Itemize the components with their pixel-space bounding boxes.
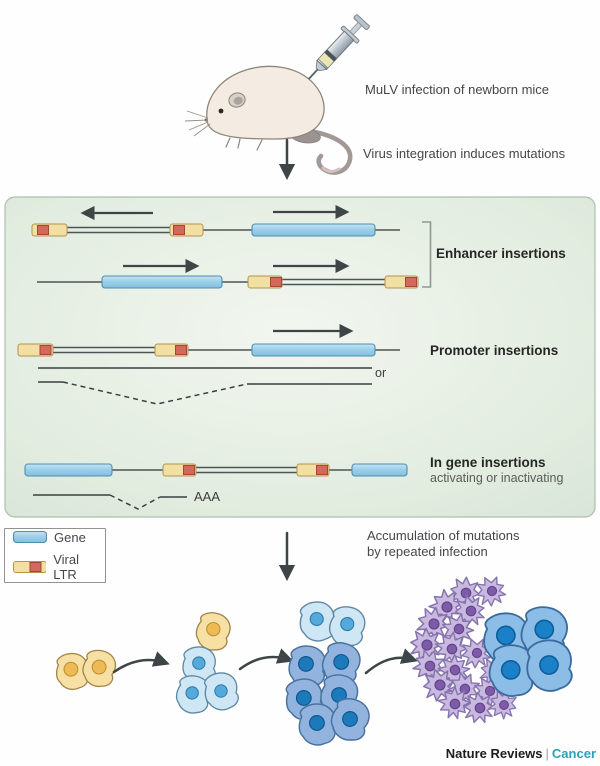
- enhancer-bracket: [422, 221, 432, 288]
- progression-arrow-icon: [238, 648, 294, 671]
- accumulation-caption-line2: by repeated infection: [367, 544, 488, 559]
- progression-arrow-icon: [364, 648, 418, 675]
- journal-footer: Nature Reviews|Cancer: [446, 746, 596, 761]
- gene-box: [251, 343, 376, 357]
- enhancer-insertions-label: Enhancer insertions: [436, 246, 566, 261]
- viral-ltr-box: [296, 463, 330, 477]
- viral-ltr-box: [169, 223, 204, 237]
- viral-ltr-box: [162, 463, 197, 477]
- legend: Gene Viral LTR: [4, 528, 106, 583]
- progression-arrow-icon: [112, 651, 170, 674]
- promoter-insertion-row: [17, 323, 400, 405]
- promoter-insertions-label: Promoter insertions: [430, 343, 559, 358]
- footer-brand: Nature Reviews: [445, 746, 543, 761]
- gene-box: [251, 223, 376, 237]
- or-label: or: [375, 366, 387, 380]
- viral-ltr-box: [384, 275, 419, 289]
- in-gene-insertions-label: In gene insertions: [430, 455, 546, 470]
- virus-integration-caption: Virus integration induces mutations: [363, 146, 566, 161]
- syringe-icon: [308, 14, 370, 80]
- viral-ltr-box: [154, 343, 189, 357]
- viral-ltr-box: [31, 223, 68, 237]
- in-gene-insertions-sublabel: activating or inactivating: [430, 471, 564, 485]
- gene-swatch-icon: [13, 531, 47, 543]
- gene-box: [101, 275, 223, 289]
- enhancer-insertion-row-2: [37, 258, 419, 289]
- mouse-eye: [218, 108, 224, 114]
- mouse-illustration: [184, 65, 353, 175]
- mouse-ear: [228, 92, 246, 108]
- enhancer-insertion-row-1: [31, 204, 400, 237]
- polya-label: AAA: [194, 489, 221, 504]
- viral-ltr-box: [247, 275, 283, 289]
- stage-4-tumor-cells-blue: [481, 604, 576, 699]
- footer-separator: |: [545, 746, 549, 761]
- ingene-insertion-row: [24, 463, 408, 510]
- legend-viral-ltr-label: Viral LTR: [53, 551, 79, 582]
- legend-item-gene: Gene: [13, 530, 105, 545]
- legend-gene-label: Gene: [54, 529, 86, 545]
- stage-2-infected-cells: [174, 609, 242, 716]
- mouse-tail: [307, 128, 353, 175]
- gene-box: [351, 463, 408, 477]
- viral-ltr-box: [17, 343, 54, 357]
- mouse-body: [206, 65, 325, 140]
- stage-3-mutated-cells: [282, 599, 374, 747]
- mrna-splice-dashes: [109, 494, 161, 510]
- stage-1-normal-cells: [53, 647, 119, 692]
- mouse-whiskers: [184, 110, 211, 137]
- legend-item-viral-ltr: Viral LTR: [13, 552, 105, 582]
- footer-journal-name: Cancer: [551, 746, 596, 761]
- gene-box: [24, 463, 113, 477]
- viral-ltr-swatch-icon: [13, 560, 47, 573]
- accumulation-caption-line1: Accumulation of mutations: [367, 528, 520, 543]
- mulv-infection-caption: MuLV infection of newborn mice: [365, 82, 550, 97]
